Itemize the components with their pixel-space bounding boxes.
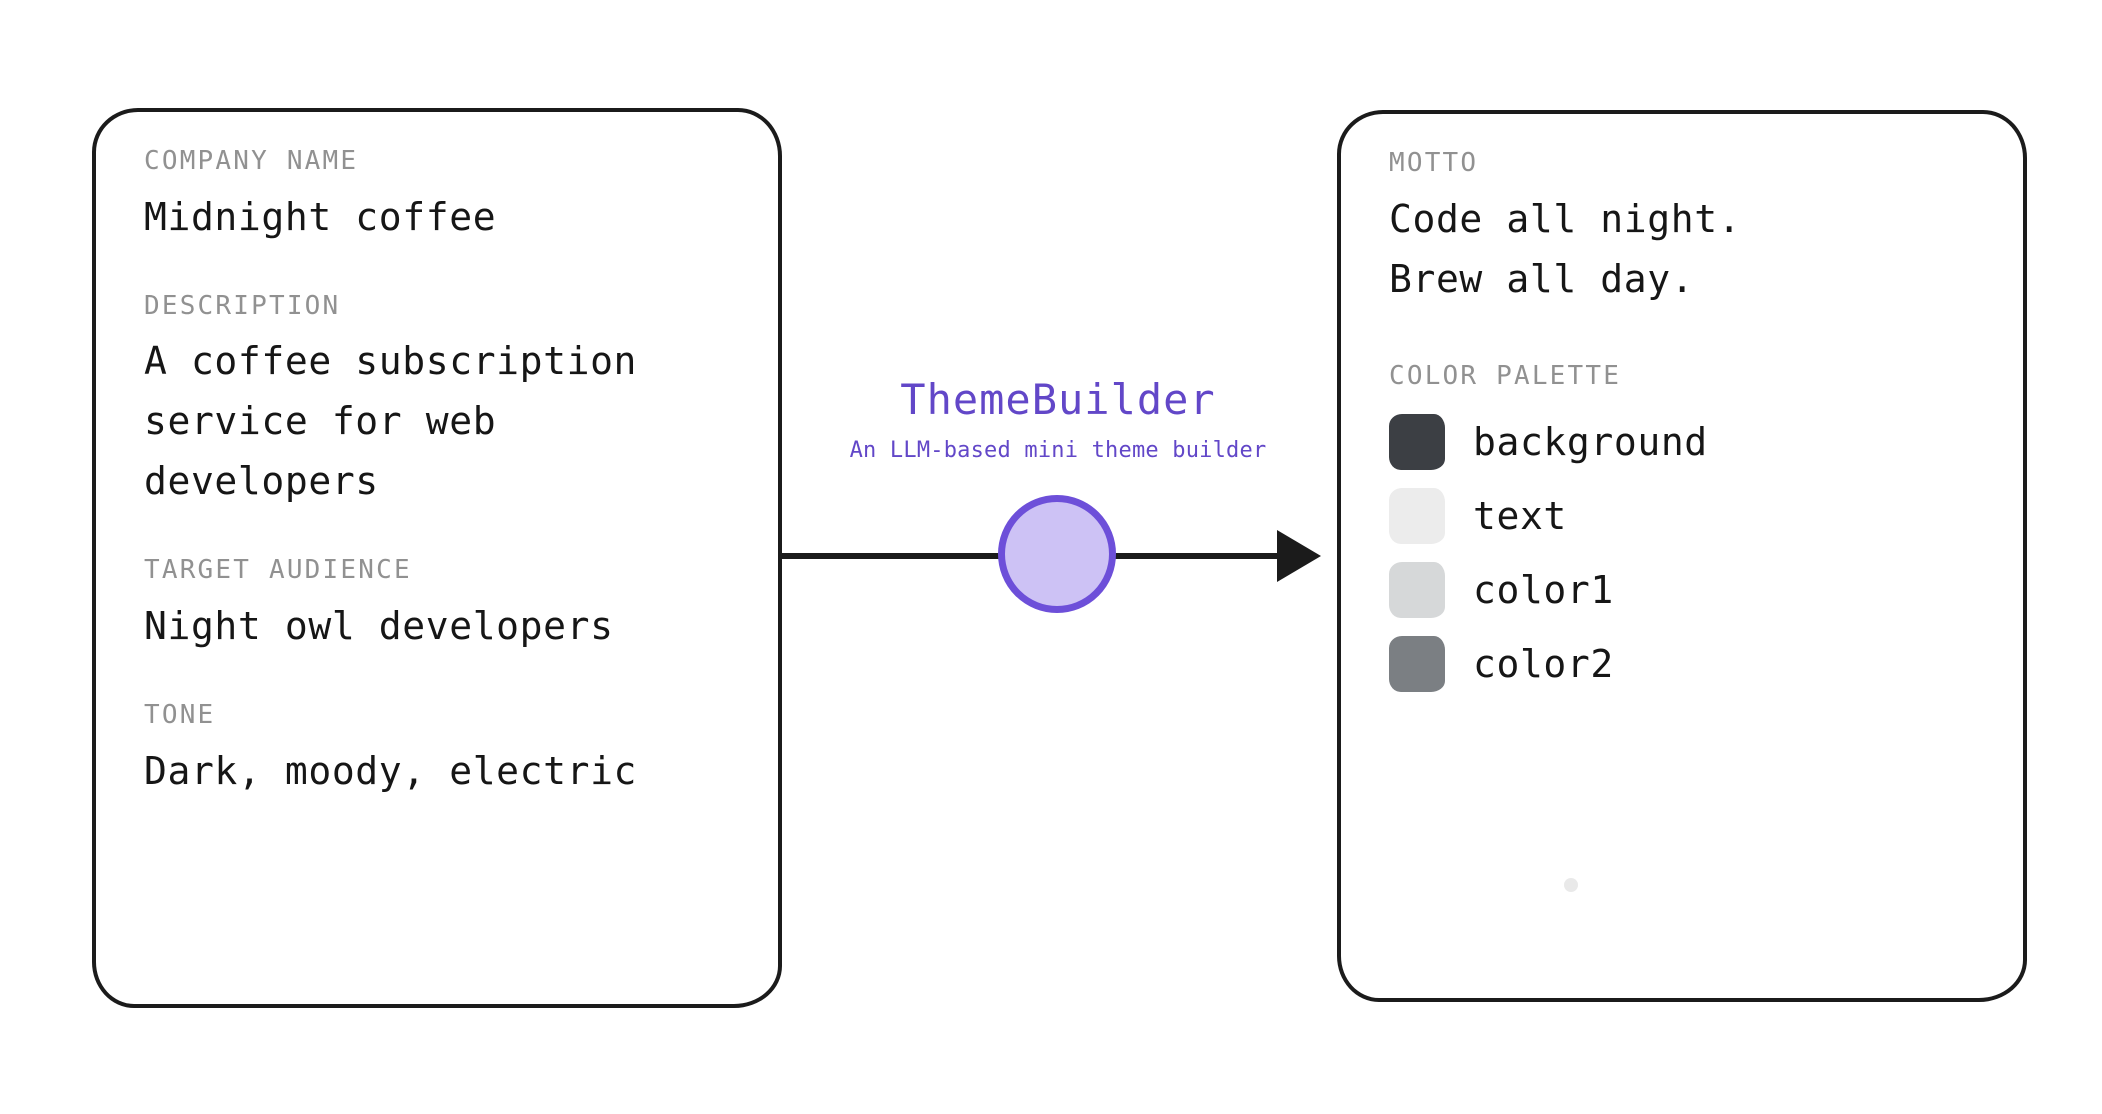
input-brief-panel: COMPANY NAME Midnight coffee DESCRIPTION… xyxy=(92,108,782,1008)
field-description: DESCRIPTION A coffee subscription servic… xyxy=(144,291,738,512)
color-swatch-label-text: text xyxy=(1473,494,1567,539)
brand-block: ThemeBuilder An LLM-based mini theme bui… xyxy=(782,375,1334,465)
field-motto: MOTTO Code all night. Brew all day. xyxy=(1389,148,1983,309)
field-color-palette: COLOR PALETTE background text color1 xyxy=(1389,361,1983,702)
color-swatch-background xyxy=(1389,414,1445,471)
field-label-motto: MOTTO xyxy=(1389,148,1479,178)
field-value-company-name: Midnight coffee xyxy=(144,194,497,239)
color-swatch-text xyxy=(1389,488,1445,545)
color-swatch-color1 xyxy=(1389,562,1445,619)
field-value-description: A coffee subscription service for web de… xyxy=(144,339,638,504)
field-value-tone: Dark, moody, electric xyxy=(144,748,638,793)
decorative-dot xyxy=(1564,878,1578,892)
field-tone: TONE Dark, moody, electric xyxy=(144,700,738,801)
color-swatch-label-background: background xyxy=(1473,420,1708,465)
brand-title: ThemeBuilder xyxy=(900,375,1216,424)
field-label-color-palette: COLOR PALETTE xyxy=(1389,360,1622,391)
input-fields-container: COMPANY NAME Midnight coffee DESCRIPTION… xyxy=(144,146,738,801)
brand-subtitle: An LLM-based mini theme builder xyxy=(849,438,1267,464)
color-swatch-label-color2: color2 xyxy=(1473,642,1614,687)
processing-node-circle xyxy=(998,495,1116,613)
palette-row-color2: color2 xyxy=(1389,627,1983,701)
field-company-name: COMPANY NAME Midnight coffee xyxy=(144,146,738,247)
field-label-target-audience: TARGET AUDIENCE xyxy=(144,555,412,586)
palette-row-color1: color1 xyxy=(1389,553,1983,627)
field-label-description: DESCRIPTION xyxy=(144,290,341,321)
field-label-company-name: COMPANY NAME xyxy=(144,146,359,176)
output-fields-container: MOTTO Code all night. Brew all day. COLO… xyxy=(1389,148,1983,701)
palette-list: background text color1 color2 xyxy=(1389,405,1983,701)
field-label-tone: TONE xyxy=(144,700,216,731)
theme-output-panel: MOTTO Code all night. Brew all day. COLO… xyxy=(1337,110,2027,1002)
color-swatch-color2 xyxy=(1389,636,1445,693)
color-swatch-label-color1: color1 xyxy=(1473,568,1614,613)
field-value-motto: Code all night. Brew all day. xyxy=(1389,196,1742,301)
palette-row-text: text xyxy=(1389,479,1983,553)
field-value-target-audience: Night owl developers xyxy=(144,604,614,649)
palette-row-background: background xyxy=(1389,405,1983,479)
field-target-audience: TARGET AUDIENCE Night owl developers xyxy=(144,555,738,656)
flow-arrow-head-icon xyxy=(1277,530,1321,582)
